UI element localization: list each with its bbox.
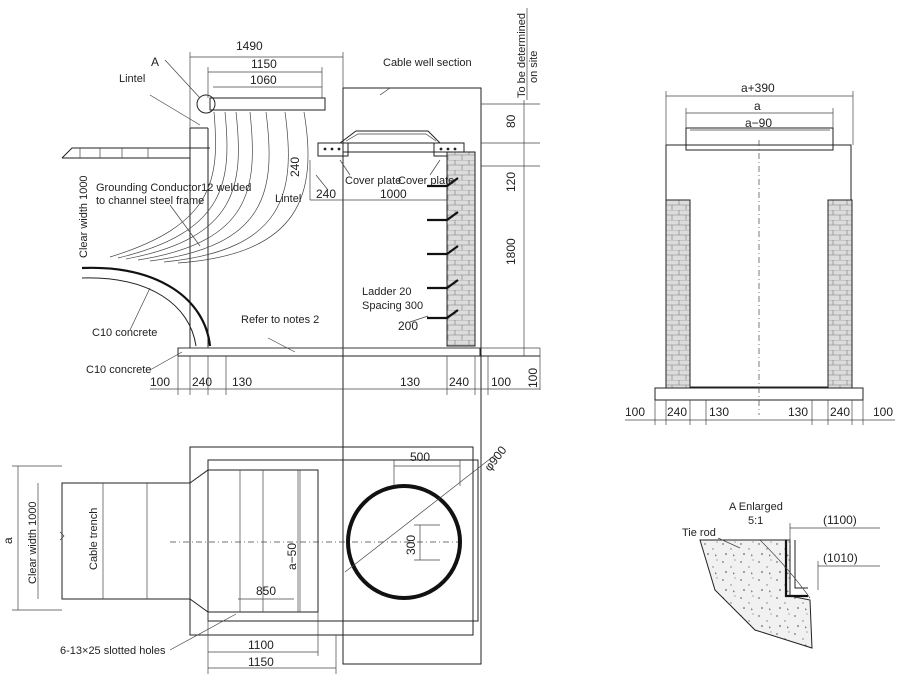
plan-view: a Clear width 1000 Cable trench a−50 500… [1,443,510,674]
dim-1150: 1150 [251,57,277,71]
grounding-label-2: to channel steel frame [96,195,204,207]
dim-120: 120 [504,172,518,192]
elev-b240b: 240 [830,405,850,419]
elev-dim-inner: a−90 [745,116,772,130]
dim-1800: 1800 [504,238,518,265]
detail-title: A Enlarged [729,501,783,513]
plan-a50: a−50 [285,543,299,570]
dim-b100a: 100 [150,375,170,389]
notes-ref: Refer to notes 2 [241,314,319,326]
dim-b240b: 240 [449,375,469,389]
clear-width-section: Clear width 1000 [78,175,90,258]
ladder-rungs [427,177,459,320]
end-elevation-view: a+390 a a−90 100 240 130 130 240 100 [625,81,895,425]
detail-1010: (1010) [823,551,858,565]
site-note-1: To be determined [516,13,528,98]
slotted-holes-label: 6-13×25 slotted holes [60,645,166,657]
plan-a-label: a [1,537,15,544]
manhole-circle [346,484,462,600]
detail-1100: (1100) [823,513,857,527]
plan-1100: 1100 [248,638,274,652]
plan-500: 500 [410,450,430,464]
dim-80: 80 [504,114,518,128]
plan-850: 850 [256,584,276,598]
elev-b130b: 130 [788,405,808,419]
plan-phi900: φ900 [481,443,509,474]
elev-b100b: 100 [873,405,893,419]
dim-b100b: 100 [491,375,511,389]
dim-1060: 1060 [250,73,277,87]
dim-b240a: 240 [192,375,212,389]
cable-bundle [109,111,309,264]
detail-scale: 5:1 [748,515,763,527]
plan-clear-width: Clear width 1000 [27,501,39,584]
dim-240-vert: 240 [288,157,302,177]
cable-trench-label: Cable trench [88,508,100,570]
dim-b130b: 130 [400,375,420,389]
plan-300: 300 [404,535,418,555]
cover-plate-label-2: Cover plate [398,175,454,187]
dim-1490: 1490 [236,39,263,53]
elev-b240a: 240 [667,405,687,419]
dim-240-mid: 240 [316,187,336,201]
concrete-label-2: C10 concrete [86,364,151,376]
cover-plate-left [317,142,349,157]
concrete-label-1: C10 concrete [92,327,157,339]
lintel-label-top: Lintel [119,73,145,85]
section-title: Cable well section [383,57,472,69]
detail-a-label: A [151,55,159,69]
detail-a-marker [196,94,216,114]
plan-1150: 1150 [248,655,274,669]
dim-200: 200 [398,319,418,333]
dim-b100v: 100 [526,368,540,388]
cable-well-section-view: 1490 1150 1060 A Lintel Cable well secti… [61,8,541,665]
dim-1000: 1000 [380,187,407,201]
detail-a-enlarged: A Enlarged 5:1 Tie rod (1100) (1010) [682,501,880,649]
tie-rod-label: Tie rod [682,527,716,539]
cover-plate-label-1: Cover plate [345,175,401,187]
elev-dim-top: a+390 [741,81,775,95]
ladder-label: Ladder 20 [362,286,412,298]
dim-b130a: 130 [232,375,252,389]
elev-b130a: 130 [709,405,729,419]
spacing-label: Spacing 300 [362,300,423,312]
elev-dim-mid: a [754,99,761,113]
grounding-label: Grounding Conductor12 welded [96,182,251,194]
elev-b100a: 100 [625,405,645,419]
site-note-2: on site [528,51,540,83]
lintel-label-mid: Lintel [275,193,301,205]
